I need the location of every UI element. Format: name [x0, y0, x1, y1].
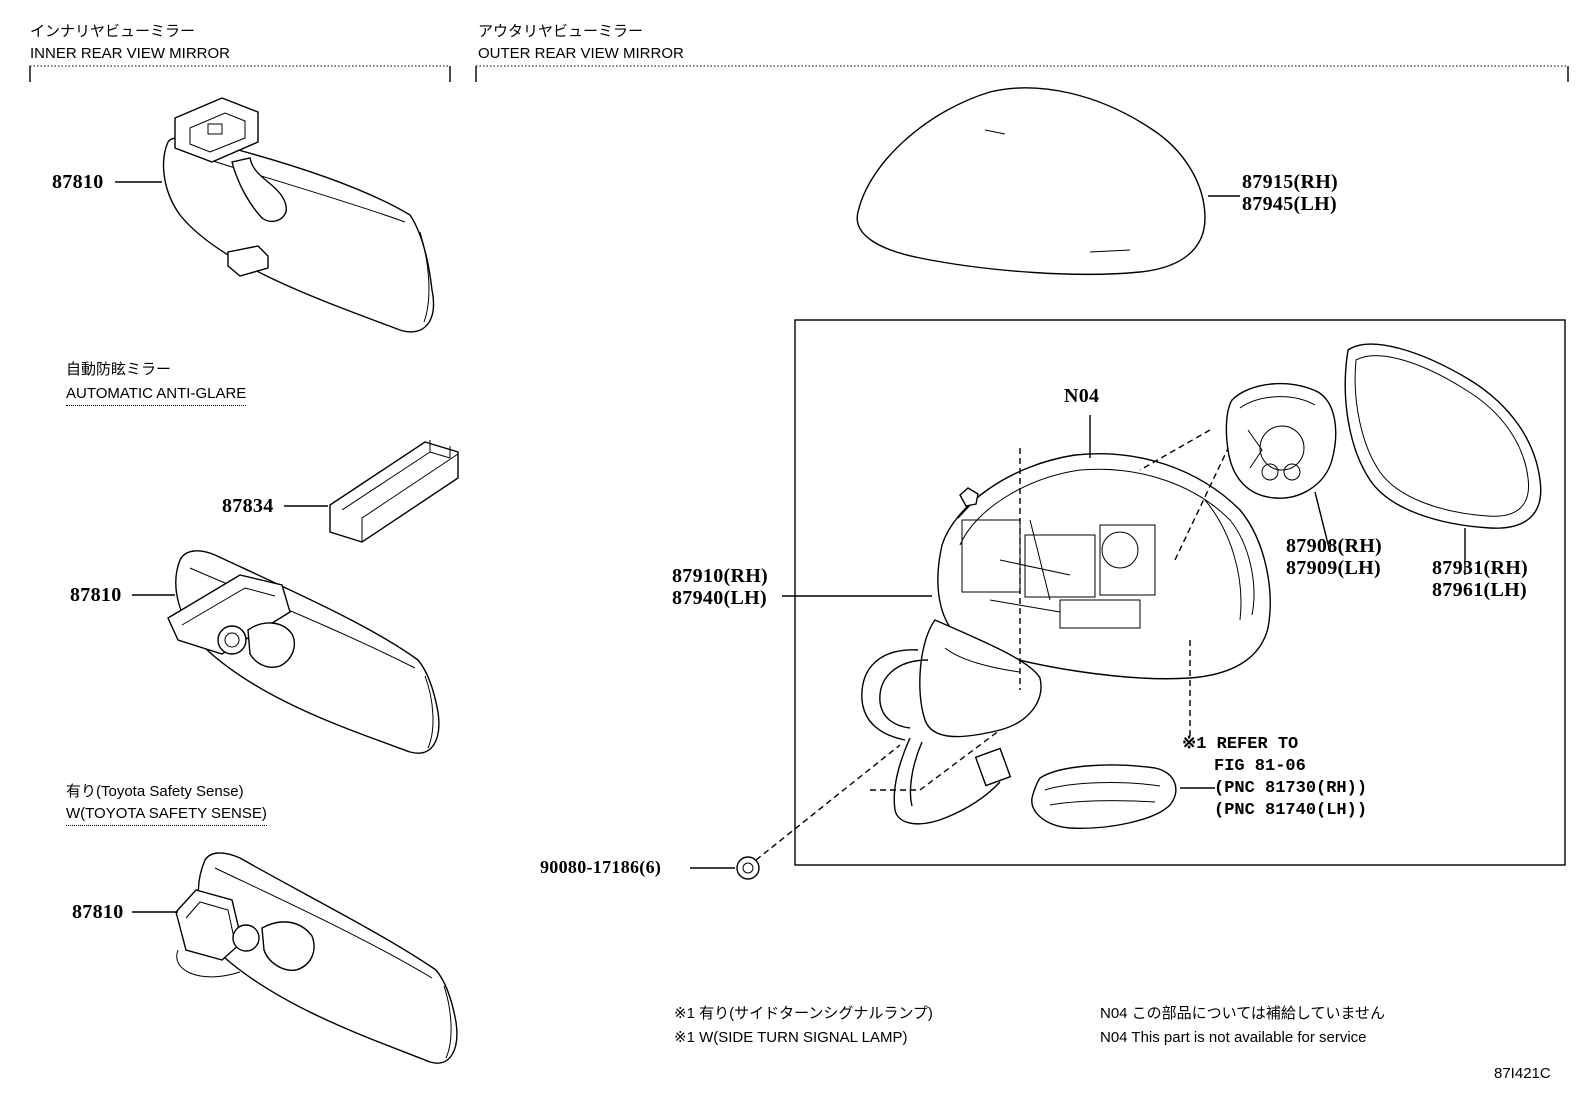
anti-glare-jp: 自動防眩ミラー	[66, 361, 172, 378]
turn-signal-lamp-drawing	[1031, 764, 1215, 829]
part-n04[interactable]: N04	[1064, 385, 1100, 407]
footnote-n04-jp: N04 この部品については補給していません	[1100, 1005, 1386, 1022]
inner-section-bracket	[29, 65, 451, 82]
footnote-n04-en: N04 This part is not available for servi…	[1100, 1029, 1367, 1046]
mirror-cover-drawing	[856, 87, 1240, 276]
part-90080[interactable]: 90080-17186(6)	[540, 857, 662, 877]
refer-line-4: (PNC 81740(LH))	[1214, 801, 1368, 820]
outer-section-bracket	[475, 65, 1569, 82]
part-87945[interactable]: 87945(LH)	[1242, 193, 1337, 215]
refer-line-1: ※1 REFER TO	[1182, 735, 1299, 754]
part-87810-c[interactable]: 87810	[72, 901, 124, 923]
part-87909[interactable]: 87909(LH)	[1286, 557, 1381, 579]
figure-code: 87I421C	[1494, 1065, 1551, 1082]
assembly-box	[794, 319, 1566, 866]
footnote-1-jp: ※1 有り(サイドターンシグナルランプ)	[674, 1005, 933, 1022]
part-87940[interactable]: 87940(LH)	[672, 587, 767, 609]
nut-drawing	[690, 856, 760, 880]
part-87908[interactable]: 87908(RH)	[1286, 535, 1383, 557]
footnote-1-en: ※1 W(SIDE TURN SIGNAL LAMP)	[674, 1029, 908, 1046]
part-87810-b[interactable]: 87810	[70, 584, 122, 606]
part-87915[interactable]: 87915(RH)	[1242, 171, 1339, 193]
part-87961[interactable]: 87961(LH)	[1432, 579, 1527, 601]
inner-mirror-3-drawing	[132, 852, 458, 1064]
tss-jp: 有り(Toyota Safety Sense)	[66, 783, 244, 800]
mirror-assembly-drawing	[782, 415, 1271, 825]
exploded-dashes	[755, 429, 1233, 861]
refer-line-3: (PNC 81730(RH))	[1214, 779, 1368, 798]
inner-title-jp: インナリヤビューミラー	[30, 23, 196, 40]
part-87810-a[interactable]: 87810	[52, 171, 104, 193]
part-87910[interactable]: 87910(RH)	[672, 565, 769, 587]
refer-line-2[interactable]: FIG 81-06	[1214, 757, 1306, 776]
clip-87834-drawing	[284, 440, 459, 543]
mirror-glass-drawing	[1344, 343, 1542, 575]
part-87931[interactable]: 87931(RH)	[1432, 557, 1529, 579]
part-87834[interactable]: 87834	[222, 495, 274, 517]
inner-mirror-1-drawing	[115, 97, 435, 333]
inner-title-en: INNER REAR VIEW MIRROR	[30, 45, 231, 62]
inner-mirror-2-drawing	[132, 550, 440, 754]
anti-glare-en: AUTOMATIC ANTI-GLARE	[66, 386, 247, 406]
tss-en: W(TOYOTA SAFETY SENSE)	[66, 806, 267, 826]
outer-title-jp: アウタリヤビューミラー	[478, 23, 644, 40]
actuator-drawing	[1225, 382, 1337, 553]
outer-title-en: OUTER REAR VIEW MIRROR	[478, 45, 684, 62]
